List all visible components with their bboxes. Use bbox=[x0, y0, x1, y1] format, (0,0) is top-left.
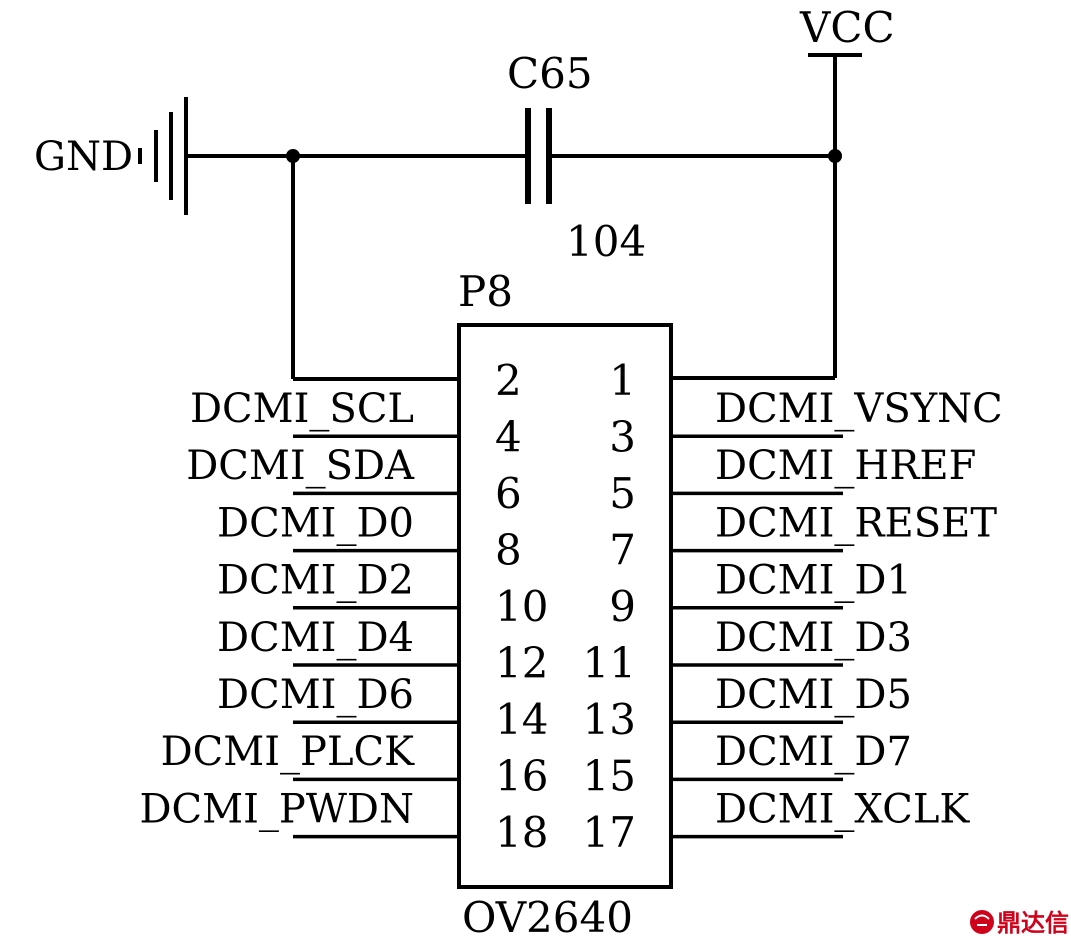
net-label-right: DCMI_D1 bbox=[715, 558, 912, 604]
net-label-left: DCMI_PLCK bbox=[161, 729, 416, 775]
watermark-text: 鼎达信 bbox=[997, 909, 1069, 937]
pin-number-right: 17 bbox=[583, 808, 636, 857]
net-label-right: DCMI_HREF bbox=[715, 443, 976, 489]
signal-lines bbox=[293, 434, 843, 839]
pin-number-left: 4 bbox=[495, 413, 522, 462]
pin-number-left: 18 bbox=[495, 808, 548, 857]
pin-number-left: 12 bbox=[495, 639, 548, 688]
pin-number-left: 6 bbox=[495, 469, 522, 518]
pin-number-left: 8 bbox=[495, 526, 522, 575]
watermark-icon bbox=[970, 910, 994, 934]
capacitor-c65: C65 104 bbox=[507, 49, 646, 266]
pin-number-right: 13 bbox=[583, 695, 636, 744]
pin-number-right: 9 bbox=[609, 582, 636, 631]
pin-number-right: 5 bbox=[609, 469, 636, 518]
net-label-right: DCMI_D7 bbox=[715, 729, 912, 775]
pin-number-left: 16 bbox=[495, 752, 548, 801]
pin-number-right: 15 bbox=[583, 752, 636, 801]
net-label-left: DCMI_D0 bbox=[217, 500, 414, 546]
pin-number-left: 2 bbox=[495, 356, 522, 405]
connector-ref: P8 bbox=[458, 267, 513, 316]
net-label-right: DCMI_D3 bbox=[715, 615, 912, 661]
capacitor-ref: C65 bbox=[507, 49, 593, 98]
vcc-label: VCC bbox=[799, 3, 895, 52]
net-label-left: DCMI_D6 bbox=[217, 672, 414, 718]
net-label-left: DCMI_D2 bbox=[217, 558, 414, 604]
net-labels: DCMI_SCLDCMI_SDADCMI_D0DCMI_D2DCMI_D4DCM… bbox=[139, 386, 1002, 832]
pin-number-left: 14 bbox=[495, 695, 548, 744]
net-label-left: DCMI_SDA bbox=[186, 443, 415, 489]
net-label-right: DCMI_XCLK bbox=[715, 786, 970, 832]
net-label-left: DCMI_D4 bbox=[217, 615, 414, 661]
gnd-label: GND bbox=[34, 134, 133, 180]
gnd-symbol: GND bbox=[34, 97, 188, 215]
watermark-logo: 鼎达信 bbox=[970, 909, 1069, 937]
net-label-left: DCMI_SCL bbox=[190, 386, 414, 432]
vcc-symbol: VCC bbox=[799, 3, 895, 378]
pin-number-right: 3 bbox=[609, 413, 636, 462]
net-label-left: DCMI_PWDN bbox=[139, 786, 414, 832]
capacitor-value: 104 bbox=[566, 217, 646, 266]
pin-number-right: 11 bbox=[583, 639, 636, 688]
pin-number-right: 7 bbox=[609, 526, 636, 575]
pin-number-right: 1 bbox=[609, 356, 636, 405]
net-label-right: DCMI_RESET bbox=[715, 500, 997, 546]
pin-number-left: 10 bbox=[495, 582, 548, 631]
net-label-right: DCMI_D5 bbox=[715, 672, 912, 718]
connector-p8: P8 OV2640 bbox=[457, 267, 673, 942]
connector-part: OV2640 bbox=[462, 893, 633, 942]
net-label-right: DCMI_VSYNC bbox=[715, 386, 1003, 432]
